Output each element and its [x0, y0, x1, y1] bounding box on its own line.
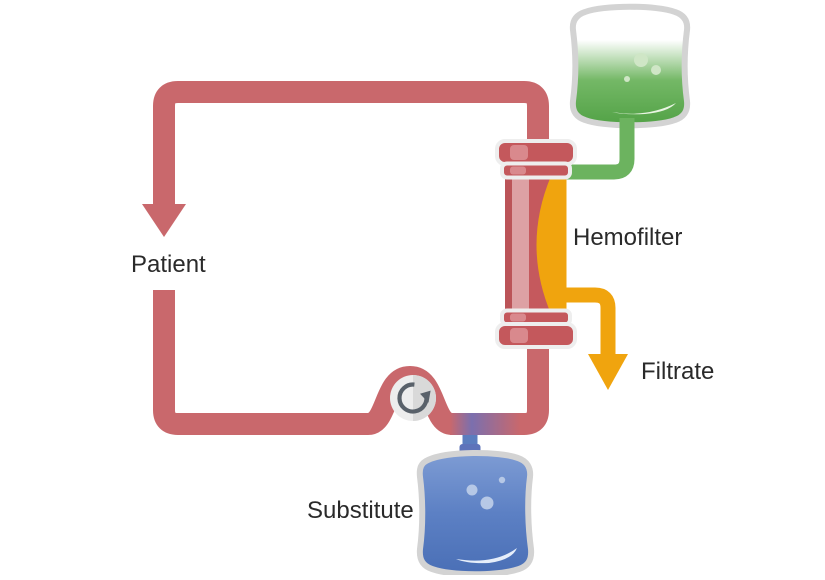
hemofilter-body-edge — [505, 175, 512, 315]
hemofilter-label: Hemofilter — [573, 224, 682, 251]
substitute-bag-bubble — [480, 496, 494, 510]
green-fluid-tube — [561, 118, 635, 180]
filtrate-arrowhead-icon — [588, 354, 628, 390]
hemofilter-membrane — [536, 176, 567, 314]
pump-rotation-arc-icon — [397, 382, 429, 414]
mixing-junction — [450, 413, 520, 435]
cap-highlight — [510, 145, 528, 160]
filtrate-tube — [563, 287, 616, 356]
substitute-bag-sheen — [456, 548, 517, 564]
labels: Patient Hemofilter Filtrate Substitute — [131, 224, 714, 524]
cap-highlight — [510, 166, 526, 175]
hemofilter-bottom-cap — [495, 322, 577, 349]
substitute-bag-body — [416, 450, 535, 578]
substitute-label: Substitute — [307, 497, 414, 524]
green-bag-bubble — [651, 65, 661, 75]
pump-rotation-arrowhead-icon — [420, 390, 431, 403]
patient-arrowhead-icon — [142, 204, 186, 237]
cap-highlight — [510, 313, 526, 322]
patient-label: Patient — [131, 251, 206, 278]
substitute-bag — [416, 450, 535, 578]
green-fluid-bag — [561, 3, 691, 180]
pump — [390, 375, 436, 421]
green-bag-bubble — [634, 53, 648, 67]
filtrate-label: Filtrate — [641, 358, 714, 385]
blood-return-tube — [153, 81, 549, 206]
cap-highlight — [510, 328, 528, 343]
green-bag-body — [569, 3, 691, 129]
green-bag-sheen — [612, 103, 676, 115]
hemofilter — [495, 139, 628, 390]
substitute-bag-bubble — [498, 476, 506, 484]
green-bag-bubble — [624, 76, 630, 82]
substitute-bag-bubble — [466, 484, 478, 496]
hemofilter-body-highlight — [512, 175, 529, 315]
hemofilter-top-cap — [495, 139, 577, 166]
